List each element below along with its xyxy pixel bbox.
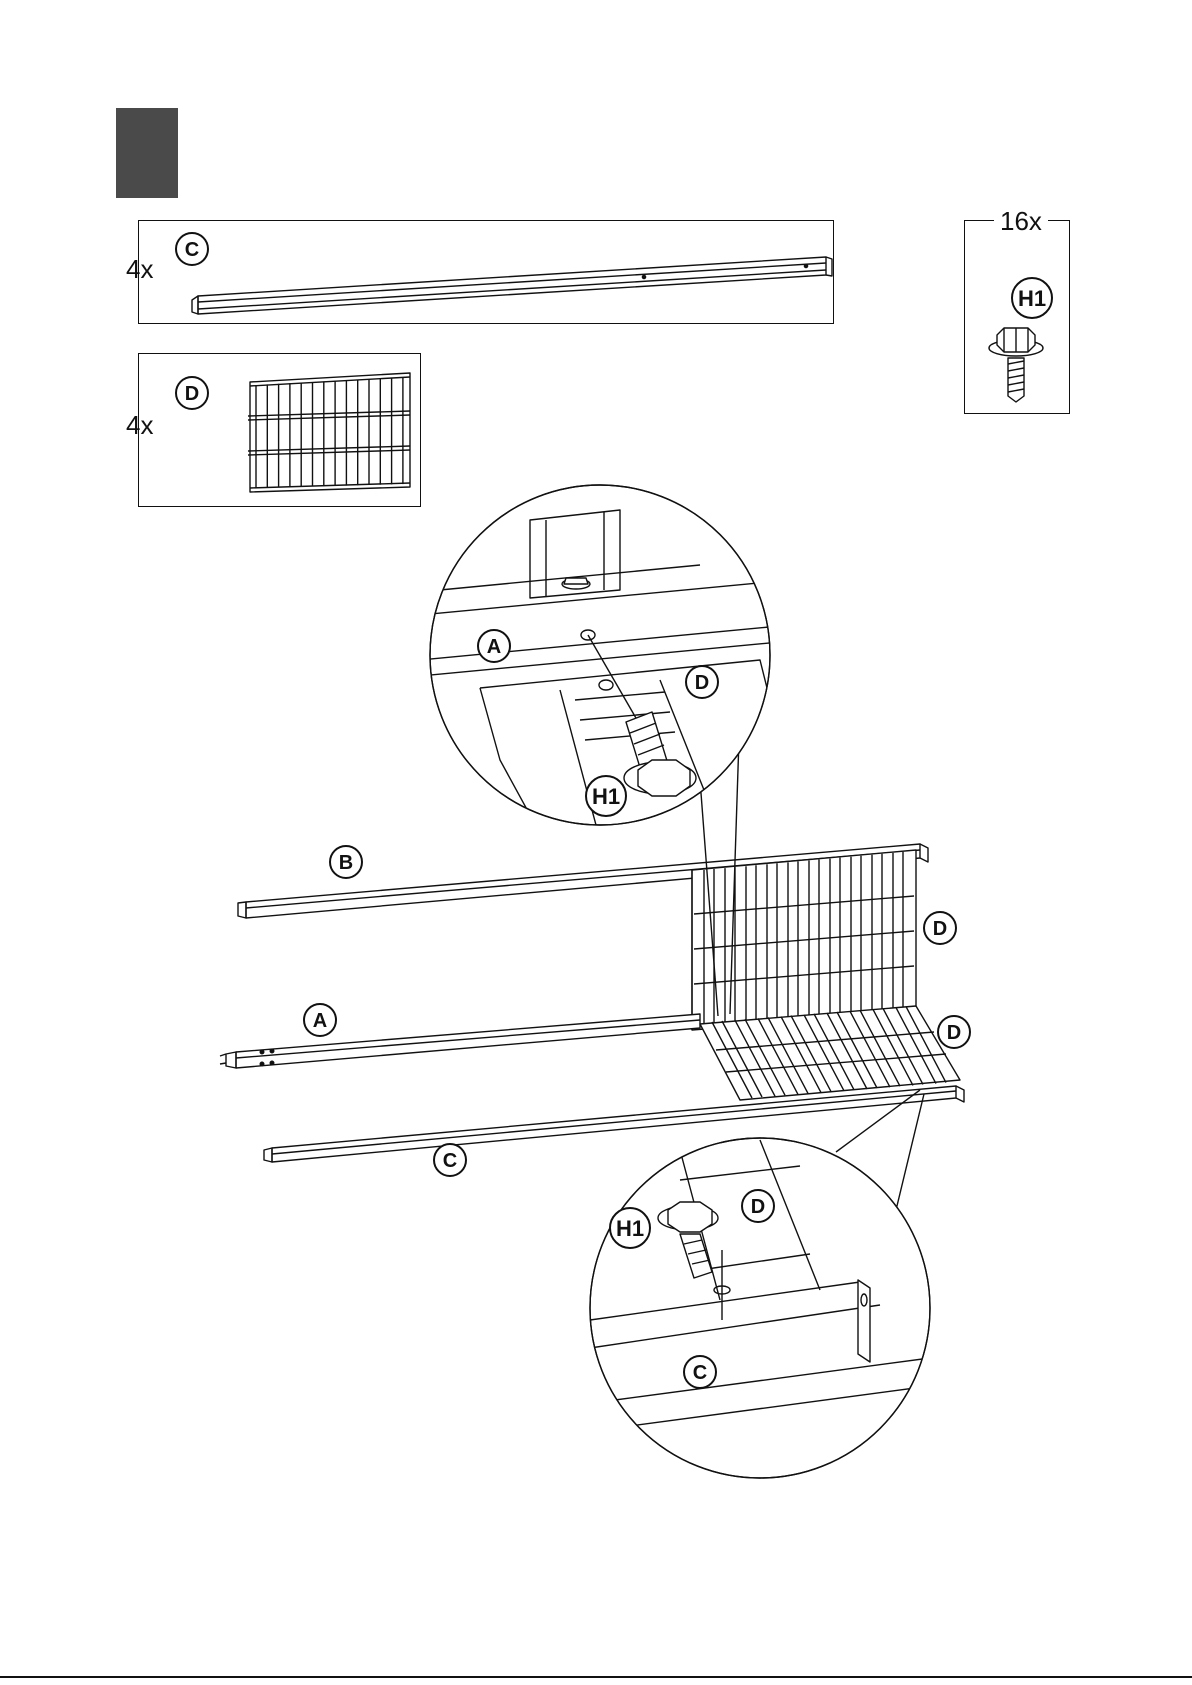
detail-bottom-d-callout: D (742, 1190, 774, 1222)
detail-bottom-c-callout: C (684, 1356, 716, 1388)
detail-top-d-callout: D (686, 666, 718, 698)
part-c-callout: C (176, 233, 208, 265)
rail-b-callout: B (330, 846, 362, 878)
part-d-callout-label: D (185, 383, 199, 405)
detail-bottom-h1-callout: H1 (610, 1208, 650, 1248)
detail-bottom-c-callout-label: C (693, 1362, 707, 1384)
page-bottom-rule (0, 1676, 1192, 1678)
detail-top-h1-callout: H1 (586, 776, 626, 816)
rail-c-callout: C (434, 1144, 466, 1176)
back-panel-d-callout: D (924, 912, 956, 944)
rail-a-callout-label: A (313, 1010, 327, 1032)
part-h1-bolt-drawing (989, 328, 1043, 402)
part-d-callout: D (176, 377, 208, 409)
rail-c-callout-label: C (443, 1150, 457, 1172)
back-panel-d-drawing (692, 850, 916, 1030)
detail-bottom-d-callout-label: D (751, 1196, 765, 1218)
rail-b-callout-label: B (339, 852, 353, 874)
part-h1-callout: H1 (1012, 278, 1052, 318)
floor-panel-d-drawing (700, 1006, 960, 1100)
floor-panel-d-callout-label: D (947, 1022, 961, 1044)
part-d-panel-drawing (248, 373, 410, 492)
floor-panel-d-callout: D (938, 1016, 970, 1048)
detail-top-d-callout-label: D (695, 672, 709, 694)
part-c-rail-drawing (192, 257, 832, 314)
rail-a-callout: A (304, 1004, 336, 1036)
detail-top-h1-callout-label: H1 (592, 784, 620, 809)
detail-top-a-callout: A (478, 630, 510, 662)
rail-c-drawing (264, 1086, 964, 1162)
part-h1-callout-label: H1 (1018, 286, 1046, 311)
detail-bottom-h1-callout-label: H1 (616, 1216, 644, 1241)
part-c-callout-label: C (185, 239, 199, 261)
rail-a-drawing (220, 1014, 700, 1068)
back-panel-d-callout-label: D (933, 918, 947, 940)
detail-top-a-callout-label: A (487, 636, 501, 658)
